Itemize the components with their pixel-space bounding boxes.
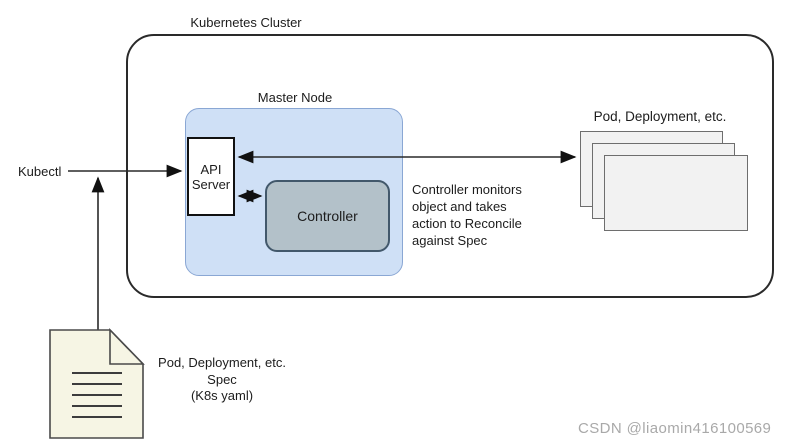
- kubectl-label: Kubectl: [18, 164, 62, 179]
- csdn-watermark: CSDN @liaomin416100569: [578, 420, 772, 437]
- cluster-title: Kubernetes Cluster: [190, 15, 302, 30]
- kubernetes-cluster-boundary: [126, 34, 774, 298]
- master-node-title: Master Node: [257, 90, 333, 105]
- document-fold-corner: [109, 328, 145, 365]
- spec-document-label: Pod, Deployment, etc. Spec (K8s yaml): [158, 355, 286, 403]
- controller-note: Controller monitors object and takes act…: [412, 182, 522, 248]
- api-server-node: API Server: [187, 137, 235, 216]
- pod-stack-front-card: [604, 155, 748, 231]
- document-text-lines: [72, 372, 122, 418]
- pods-stack-label: Pod, Deployment, etc.: [593, 109, 727, 124]
- controller-node: Controller: [265, 180, 390, 252]
- controller-label: Controller: [297, 208, 358, 224]
- api-server-label: API Server: [191, 161, 231, 192]
- spec-document-icon: [49, 328, 145, 439]
